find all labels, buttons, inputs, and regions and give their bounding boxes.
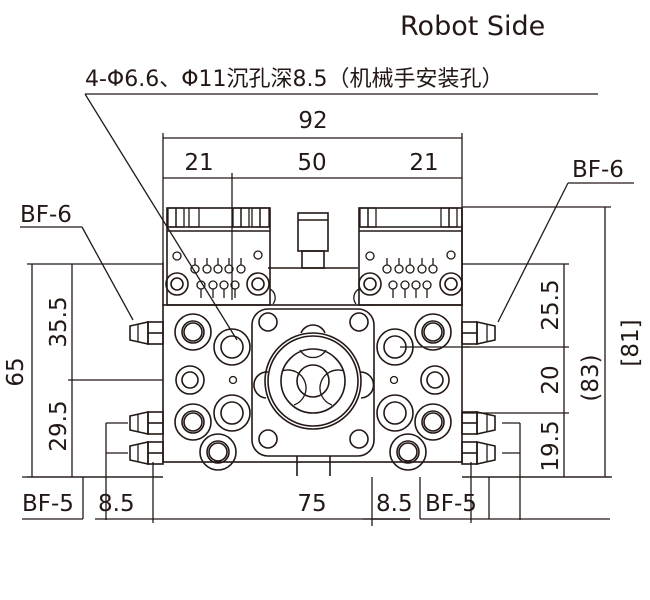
label-bf5-left: BF-5 [22,491,74,517]
label-bf6-left: BF-6 [20,202,72,228]
drawing-title: Robot Side [400,11,545,42]
bottom-dimensions [22,462,612,526]
dim-bottom-left-offset: 8.5 [98,491,135,517]
fitting-right-bottom-2 [461,441,496,465]
mounting-hole-note: 4-Φ6.6、Φ11沉孔深8.5（机械手安装孔） [85,67,504,92]
dim-right-middle: 20 [538,365,564,394]
dim-right-segment: 21 [409,150,438,176]
note-leader [84,93,238,341]
fitting-left-top [129,321,164,345]
dim-overall-width: 92 [298,108,327,134]
left-connector [165,207,276,306]
fitting-left-bottom-2 [129,441,164,465]
fitting-right-top [461,321,496,345]
dim-left-height-total: 65 [3,357,29,386]
dim-right-total-bracket: [81] [618,319,644,366]
fitting-left-bottom-1 [129,411,164,435]
dim-right-lower: 19.5 [538,420,564,471]
dim-left-lower: 29.5 [46,400,72,451]
fitting-right-bottom-1 [461,411,496,435]
dim-left-upper: 35.5 [46,296,72,347]
label-bf6-right: BF-6 [572,157,624,183]
dim-left-segment: 21 [184,150,213,176]
ports-right [376,313,470,471]
top-dimensions: 92 21 50 21 [162,108,463,300]
dim-right-upper: 25.5 [538,279,564,330]
dim-bottom-center: 75 [297,491,326,517]
dim-center-segment: 50 [297,150,326,176]
right-dimensions [462,206,611,520]
ports-left [174,313,251,471]
main-body [162,208,463,463]
flange-plate [251,308,375,476]
right-connector [353,207,463,306]
label-bf5-right: BF-5 [425,491,477,517]
dim-right-total-paren: (83) [578,354,604,401]
center-module [297,212,329,269]
dim-bottom-right-offset: 8.5 [376,491,413,517]
